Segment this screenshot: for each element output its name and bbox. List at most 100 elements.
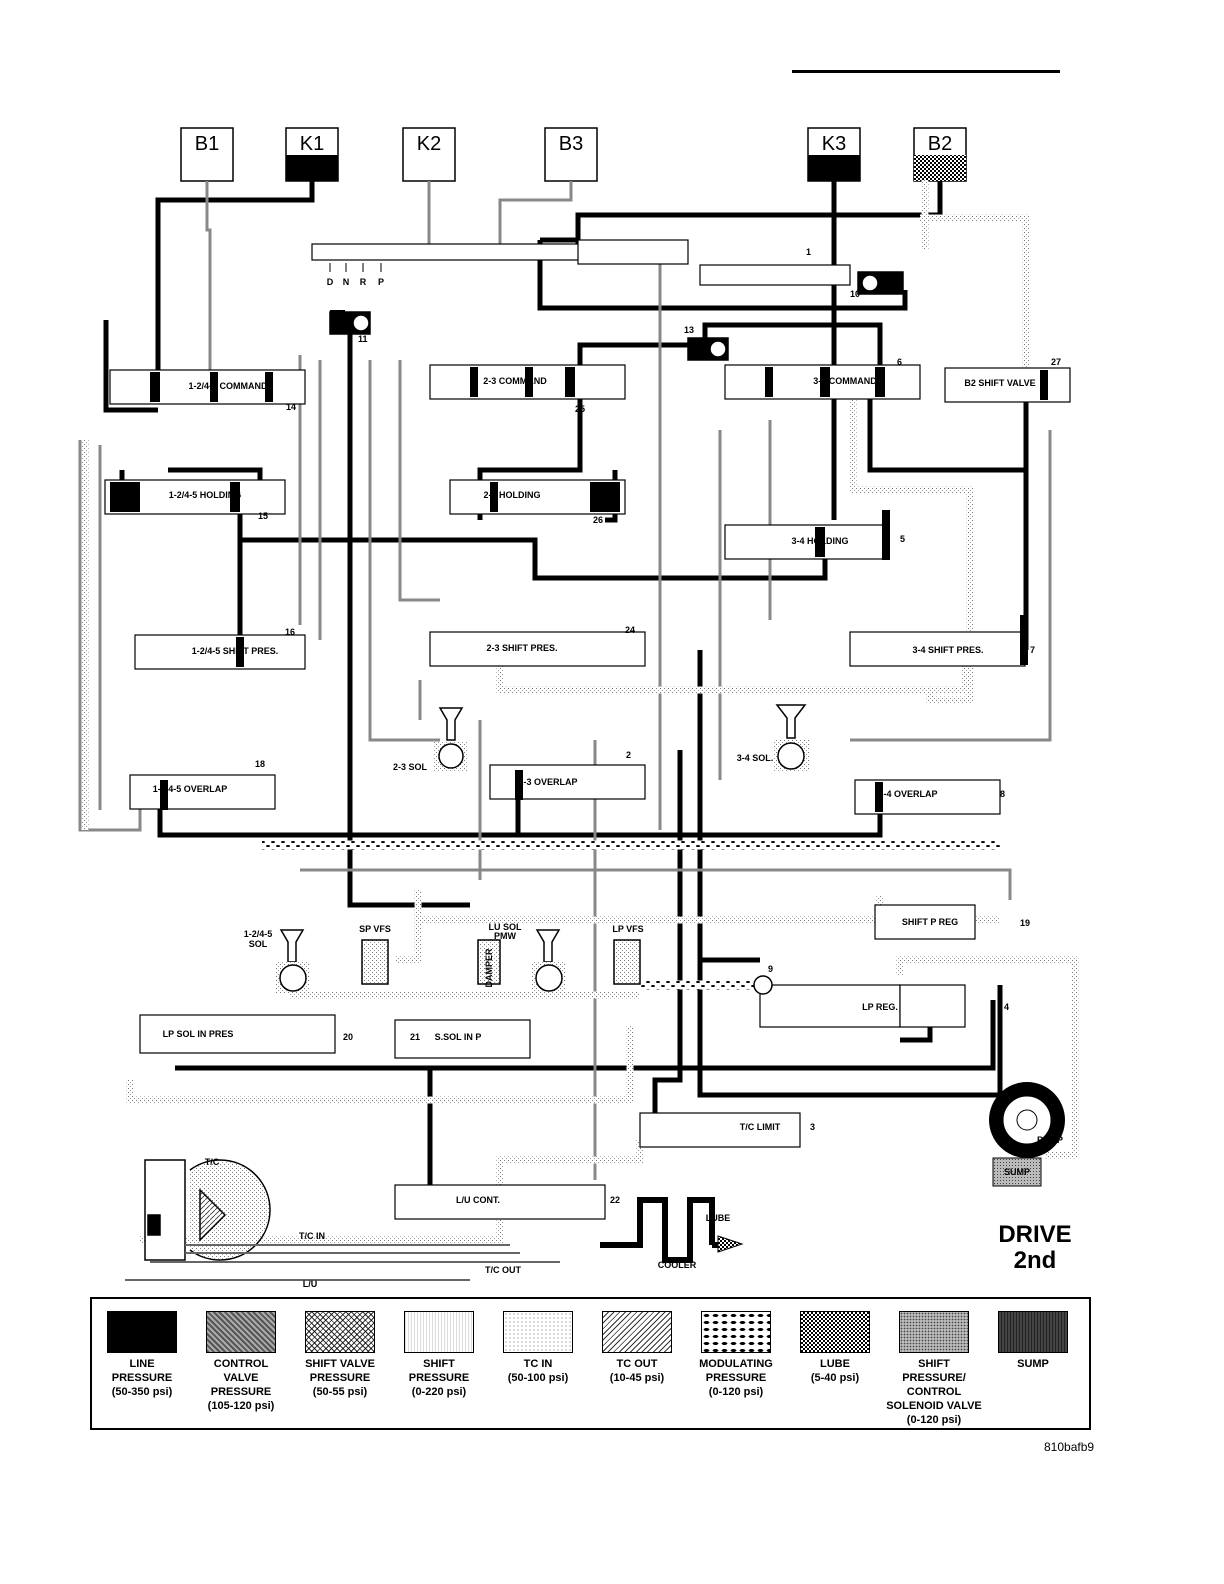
valve-label-23-holding: 2-3 HOLDING xyxy=(483,490,540,500)
legend-swatch-shift-control-sol xyxy=(899,1311,969,1353)
legend-swatch-shift-valve xyxy=(305,1311,375,1353)
valve-label-tc-limit: T/C LIMIT xyxy=(740,1122,781,1132)
num-7: 7 xyxy=(1030,645,1035,655)
lever-p: P xyxy=(378,277,384,287)
view-title-line2: 2nd xyxy=(1013,1247,1057,1274)
num-1: 1 xyxy=(806,247,811,257)
valve-label-lp-reg: LP REG. xyxy=(862,1002,898,1012)
num-9: 9 xyxy=(768,964,773,974)
legend-label: LINE PRESSURE (50-350 psi) xyxy=(111,1358,173,1398)
damper xyxy=(477,939,501,985)
clutch-b2-label: B2 xyxy=(928,133,952,155)
num-15: 15 xyxy=(258,511,268,521)
legend-label: SUMP xyxy=(1017,1358,1049,1370)
check-balls xyxy=(329,271,904,995)
valve-lands xyxy=(110,310,1048,812)
legend-item-tc-in: TC IN (50-100 psi) xyxy=(488,1311,588,1385)
clutch-k2: K2 xyxy=(402,127,456,182)
legend-swatch-sump xyxy=(998,1311,1068,1353)
clutch-k1: K1 xyxy=(285,127,339,182)
valve-label-b2-shift: B2 SHIFT VALVE xyxy=(964,378,1035,388)
sump xyxy=(992,1157,1042,1187)
num-13: 13 xyxy=(684,325,694,335)
valve-label-34-overlap: 3-4 OVERLAP xyxy=(878,789,937,799)
valve-label-1245-holding: 1-2/4-5 HOLDING xyxy=(169,490,242,500)
legend-swatch-tc-in xyxy=(503,1311,573,1353)
clutch-k3-label: K3 xyxy=(822,133,846,155)
legend-item-shift-control-sol: SHIFT PRESSURE/ CONTROL SOLENOID VALVE (… xyxy=(884,1311,984,1427)
valve-label-34-shift-pres: 3-4 SHIFT PRES. xyxy=(912,645,983,655)
solenoid-1-2-4-5 xyxy=(276,929,310,994)
shift-lever-ticks xyxy=(329,263,382,272)
pump xyxy=(989,1082,1065,1158)
cooler xyxy=(600,1197,725,1263)
lu-label: L/U xyxy=(303,1279,318,1289)
num-5: 5 xyxy=(900,534,905,544)
legend-label: TC OUT (10-45 psi) xyxy=(609,1358,665,1384)
solenoid-lu-sol xyxy=(532,929,566,994)
num-27: 27 xyxy=(1051,357,1061,367)
legend-item-shift-valve: SHIFT VALVE PRESSURE (50-55 psi) xyxy=(290,1311,390,1399)
lever-d: D xyxy=(327,277,334,287)
valve-label-1245-overlap: 1-2/4-5 OVERLAP xyxy=(153,784,228,794)
lever-r: R xyxy=(360,277,367,287)
component-numbers: 1 2 3 4 5 6 7 8 9 10 11 13 14 15 16 18 1… xyxy=(255,247,1061,1205)
lever-n: N xyxy=(343,277,350,287)
legend-swatch-line-pressure xyxy=(107,1311,177,1353)
legend-swatch-shift-pressure xyxy=(404,1311,474,1353)
legend-item-sump: SUMP xyxy=(983,1311,1083,1371)
control-valve-circuits xyxy=(81,180,1079,1244)
image-code: 810bafb9 xyxy=(1044,1440,1095,1454)
legend-label: SHIFT VALVE PRESSURE (50-55 psi) xyxy=(305,1358,375,1398)
valve-label-1245-shift-pres: 1-2/4-5 SHIFT PRES. xyxy=(192,646,279,656)
num-25: 25 xyxy=(575,404,585,414)
lube-label: LUBE xyxy=(706,1213,731,1223)
header-rule xyxy=(792,70,1060,73)
legend-swatch-lube xyxy=(800,1311,870,1353)
num-18: 18 xyxy=(255,759,265,769)
legend-item-lube: LUBE (5-40 psi) xyxy=(785,1311,885,1385)
valve-label-23-shift-pres: 2-3 SHIFT PRES. xyxy=(486,643,557,653)
num-10: 10 xyxy=(850,289,860,299)
tc-label: T/C xyxy=(205,1157,220,1167)
clutch-k2-label: K2 xyxy=(417,133,441,155)
legend-label: LUBE (5-40 psi) xyxy=(810,1358,860,1384)
num-6: 6 xyxy=(897,357,902,367)
tc-in-label: T/C IN xyxy=(299,1231,325,1241)
pressure-legend: LINE PRESSURE (50-350 psi) CONTROL VALVE… xyxy=(90,1297,1091,1430)
view-title-line1: DRIVE xyxy=(998,1221,1072,1248)
legend-item-tc-out: TC OUT (10-45 psi) xyxy=(587,1311,687,1385)
sump-label: SUMP xyxy=(1004,1167,1030,1177)
num-21: 21 xyxy=(410,1032,420,1042)
legend-swatch-modulating xyxy=(701,1311,771,1353)
sol-23-label: 2-3 SOL xyxy=(393,762,428,772)
valve-label-shift-p-reg: SHIFT P REG xyxy=(902,917,958,927)
clutch-b1: B1 xyxy=(180,127,234,182)
legend-label: SHIFT PRESSURE/ CONTROL SOLENOID VALVE (… xyxy=(886,1358,982,1426)
num-2: 2 xyxy=(626,750,631,760)
damper-label: DAMPER xyxy=(484,948,494,988)
legend-swatch-tc-out xyxy=(602,1311,672,1353)
num-20: 20 xyxy=(343,1032,353,1042)
view-title: DRIVE 2nd xyxy=(985,1222,1085,1274)
clutch-k3: K3 xyxy=(807,127,861,182)
legend-label: SHIFT PRESSURE (0-220 psi) xyxy=(408,1358,470,1398)
valve-label-s-sol-in: S.SOL IN P xyxy=(435,1032,482,1042)
modulating-pressure-circuits xyxy=(262,840,1000,990)
shift-pressure-circuits xyxy=(78,181,1052,1180)
num-26: 26 xyxy=(593,515,603,525)
sp-vfs-label: SP VFS xyxy=(359,924,391,934)
legend-item-control-valve: CONTROL VALVE PRESSURE (105-120 psi) xyxy=(191,1311,291,1413)
pump-label: PUMP xyxy=(1037,1135,1063,1145)
legend-item-shift-pressure: SHIFT PRESSURE (0-220 psi) xyxy=(389,1311,489,1399)
sol-34-label: 3-4 SOL. xyxy=(737,753,774,763)
solenoid-3-4 xyxy=(773,704,809,772)
legend-item-modulating: MODULATING PRESSURE (0-120 psi) xyxy=(686,1311,786,1399)
num-8: 8 xyxy=(1000,789,1005,799)
num-4: 4 xyxy=(1004,1002,1009,1012)
num-19: 19 xyxy=(1020,918,1030,928)
legend-label: TC IN (50-100 psi) xyxy=(507,1358,569,1384)
cooler-label: COOLER xyxy=(658,1260,697,1270)
num-11: 11 xyxy=(358,334,368,344)
